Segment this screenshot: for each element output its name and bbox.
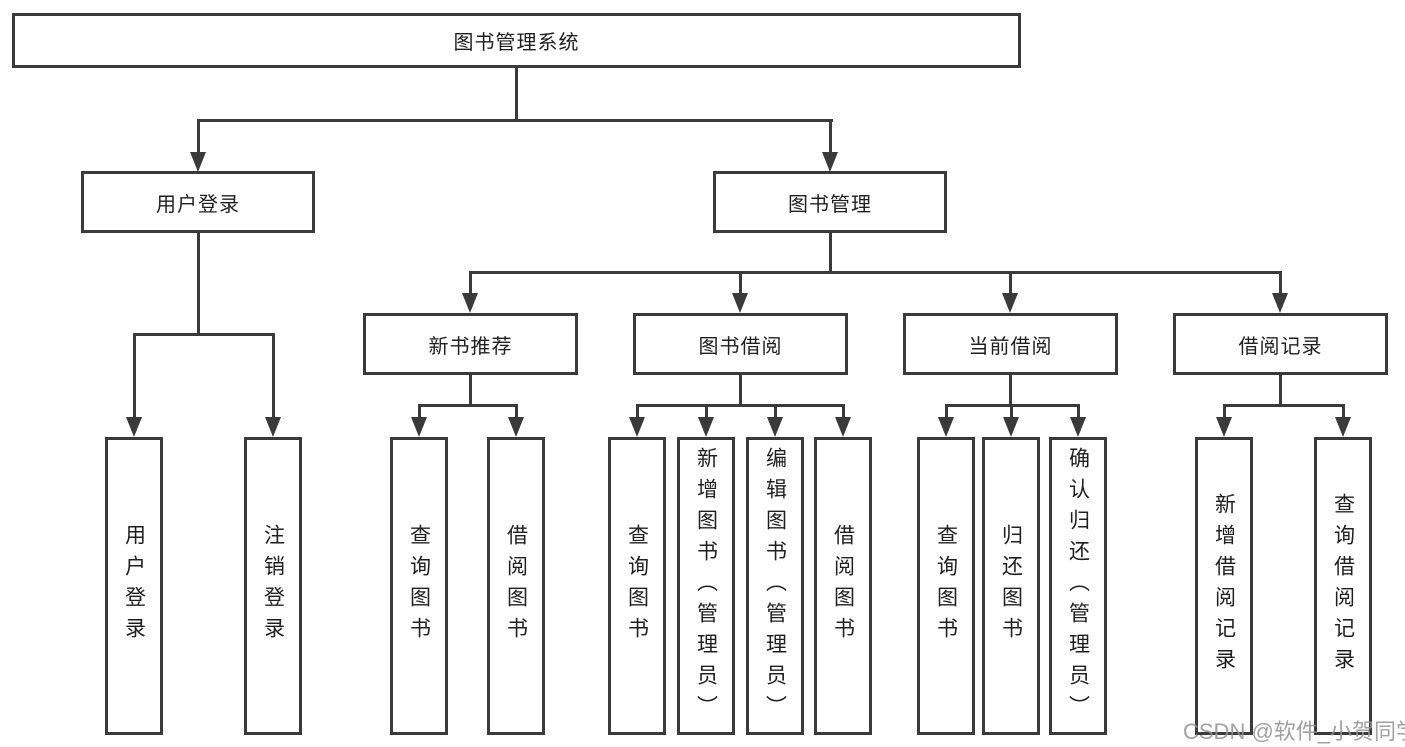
node-library-system-label: 图书管理系统 [453,32,580,54]
connector-line [469,271,472,296]
connector-line [1010,404,1013,419]
leaf-add-borrow-record: 新增借阅记录 [1195,437,1253,735]
arrow-down-icon [1335,417,1351,437]
leaf-add-book-admin-label: 新增图书（管理员） [694,446,718,726]
leaf-borrow-books-label: 借阅图书 [831,524,855,648]
leaf-logout: 注销登录 [244,437,302,735]
node-current-borrow: 当前借阅 [903,313,1118,375]
arrow-down-icon [1003,417,1019,437]
connector-line [197,119,833,122]
node-current-borrow-label: 当前借阅 [968,335,1053,358]
connector-line [636,404,845,407]
arrow-down-icon [1070,417,1086,437]
leaf-edit-book-admin-label: 编辑图书（管理员） [763,446,787,726]
leaf-confirm-return-admin-label: 确认归还（管理员） [1066,446,1090,726]
node-library-system: 图书管理系统 [12,13,1021,68]
leaf-borrow-books-recommend: 借阅图书 [487,437,545,735]
csdn-watermark: CSDN @软件_小贺同学 [1183,719,1405,744]
leaf-return-book: 归还图书 [982,437,1040,735]
leaf-query-books-recommend: 查询图书 [390,437,448,735]
connector-line [739,374,742,407]
connector-line [515,404,518,419]
arrow-down-icon [411,417,427,437]
arrow-down-icon [265,417,281,437]
connector-line [636,404,639,419]
arrow-down-icon [938,417,954,437]
leaf-query-borrow-record-label: 查询借阅记录 [1331,493,1355,679]
connector-line [272,333,275,419]
arrow-down-icon [835,417,851,437]
connector-line [1077,404,1080,419]
arrow-down-icon [732,293,748,313]
leaf-query-books-current-label: 查询图书 [934,524,958,648]
arrow-down-icon [822,152,838,172]
node-user-login: 用户登录 [81,171,315,233]
connector-line [1009,271,1012,296]
leaf-return-book-label: 归还图书 [999,524,1023,648]
arrow-down-icon [767,417,783,437]
connector-line [469,374,472,407]
leaf-query-borrow-record: 查询借阅记录 [1314,437,1372,735]
leaf-query-books-current: 查询图书 [917,437,975,735]
node-borrow-records-label: 借阅记录 [1238,335,1323,358]
connector-line [418,404,421,419]
arrow-down-icon [1216,417,1232,437]
connector-line [515,68,518,122]
leaf-edit-book-admin: 编辑图书（管理员） [746,437,804,735]
node-new-book-recommend: 新书推荐 [363,313,578,375]
connector-line [1342,404,1345,419]
connector-line [197,232,200,336]
arrow-down-icon [190,152,206,172]
connector-line [829,119,832,155]
connector-line [1279,374,1282,407]
arrow-down-icon [508,417,524,437]
leaf-user-login-label: 用户登录 [122,524,146,648]
arrow-down-icon [698,417,714,437]
node-book-borrow-label: 图书借阅 [698,335,783,358]
connector-line [133,333,275,336]
arrow-down-icon [1002,293,1018,313]
connector-line [829,232,832,274]
node-book-management: 图书管理 [713,171,947,233]
leaf-borrow-books: 借阅图书 [814,437,872,735]
leaf-query-books-borrow: 查询图书 [608,437,666,735]
arrow-down-icon [126,417,142,437]
connector-line [1223,404,1345,407]
node-user-login-label: 用户登录 [156,193,240,216]
arrow-down-icon [462,293,478,313]
node-borrow-records: 借阅记录 [1173,313,1388,375]
arrow-down-icon [1272,293,1288,313]
connector-line [842,404,845,419]
node-book-borrow: 图书借阅 [633,313,848,375]
connector-line [705,404,708,419]
connector-line [197,119,200,155]
leaf-query-books-borrow-label: 查询图书 [625,524,649,648]
connector-line [774,404,777,419]
leaf-add-borrow-record-label: 新增借阅记录 [1212,493,1236,679]
leaf-add-book-admin: 新增图书（管理员） [677,437,735,735]
leaf-confirm-return-admin: 确认归还（管理员） [1049,437,1107,735]
connector-line [945,404,948,419]
connector-line [1279,271,1282,296]
connector-line [418,404,518,407]
connector-line [1223,404,1226,419]
arrow-down-icon [629,417,645,437]
leaf-user-login: 用户登录 [105,437,163,735]
node-book-management-label: 图书管理 [788,193,872,216]
leaf-logout-label: 注销登录 [261,524,285,648]
leaf-query-books-recommend-label: 查询图书 [407,524,431,648]
connector-line [469,271,1282,274]
connector-line [739,271,742,296]
node-new-book-recommend-label: 新书推荐 [428,335,513,358]
connector-line [133,333,136,419]
leaf-borrow-books-recommend-label: 借阅图书 [504,524,528,648]
connector-line [1009,374,1012,407]
